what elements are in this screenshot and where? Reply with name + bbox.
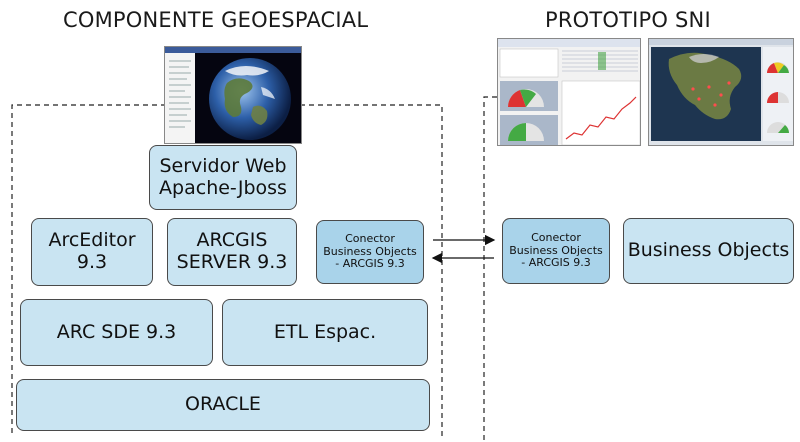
arcsde-box: ARC SDE 9.3 xyxy=(20,299,213,366)
connector-right-line-3: - ARCGIS 9.3 xyxy=(521,256,591,270)
connector-left-line-3: - ARCGIS 9.3 xyxy=(335,257,405,271)
web-server-line-2: Apache-Jboss xyxy=(159,176,287,199)
component-geospatial-title: COMPONENTE GEOESPACIAL xyxy=(63,8,369,32)
arcgis-server-line-1: ARCGIS xyxy=(196,229,268,252)
connector-right-line-1: Conector xyxy=(531,231,581,245)
oracle-label: ORACLE xyxy=(185,393,261,416)
business-objects-label: Business Objects xyxy=(627,239,790,262)
arceditor-line-1: ArcEditor xyxy=(48,229,136,252)
arceditor-line-2: 9.3 xyxy=(76,251,108,273)
oracle-box: ORACLE xyxy=(16,379,430,431)
business-objects-box: Business Objects xyxy=(623,218,794,284)
etl-box: ETL Espac. xyxy=(222,299,428,366)
connector-left-line-1: Conector xyxy=(345,232,395,246)
map-screenshot-icon xyxy=(648,38,794,146)
web-server-line-1: Servidor Web xyxy=(159,154,287,177)
dashboard-screenshot-icon xyxy=(497,38,641,146)
right-dashed-line xyxy=(483,96,497,440)
arceditor-box: ArcEditor 9.3 xyxy=(31,218,153,286)
left-dashed-frame xyxy=(11,104,443,440)
connector-left-line-2: Business Objects xyxy=(323,244,417,258)
globe-screenshot-icon xyxy=(164,46,302,144)
connector-right-box: Conector Business Objects - ARCGIS 9.3 xyxy=(502,218,610,284)
connector-right-line-2: Business Objects xyxy=(509,243,603,257)
arcgis-server-box: ARCGIS SERVER 9.3 xyxy=(167,218,297,286)
prototype-sni-title: PROTOTIPO SNI xyxy=(545,8,711,32)
arcsde-label: ARC SDE 9.3 xyxy=(56,320,177,343)
connector-left-box: Conector Business Objects - ARCGIS 9.3 xyxy=(316,220,424,284)
etl-label: ETL Espac. xyxy=(273,320,377,343)
web-server-box: Servidor Web Apache-Jboss xyxy=(149,145,297,210)
arcgis-server-line-2: SERVER 9.3 xyxy=(176,251,288,273)
